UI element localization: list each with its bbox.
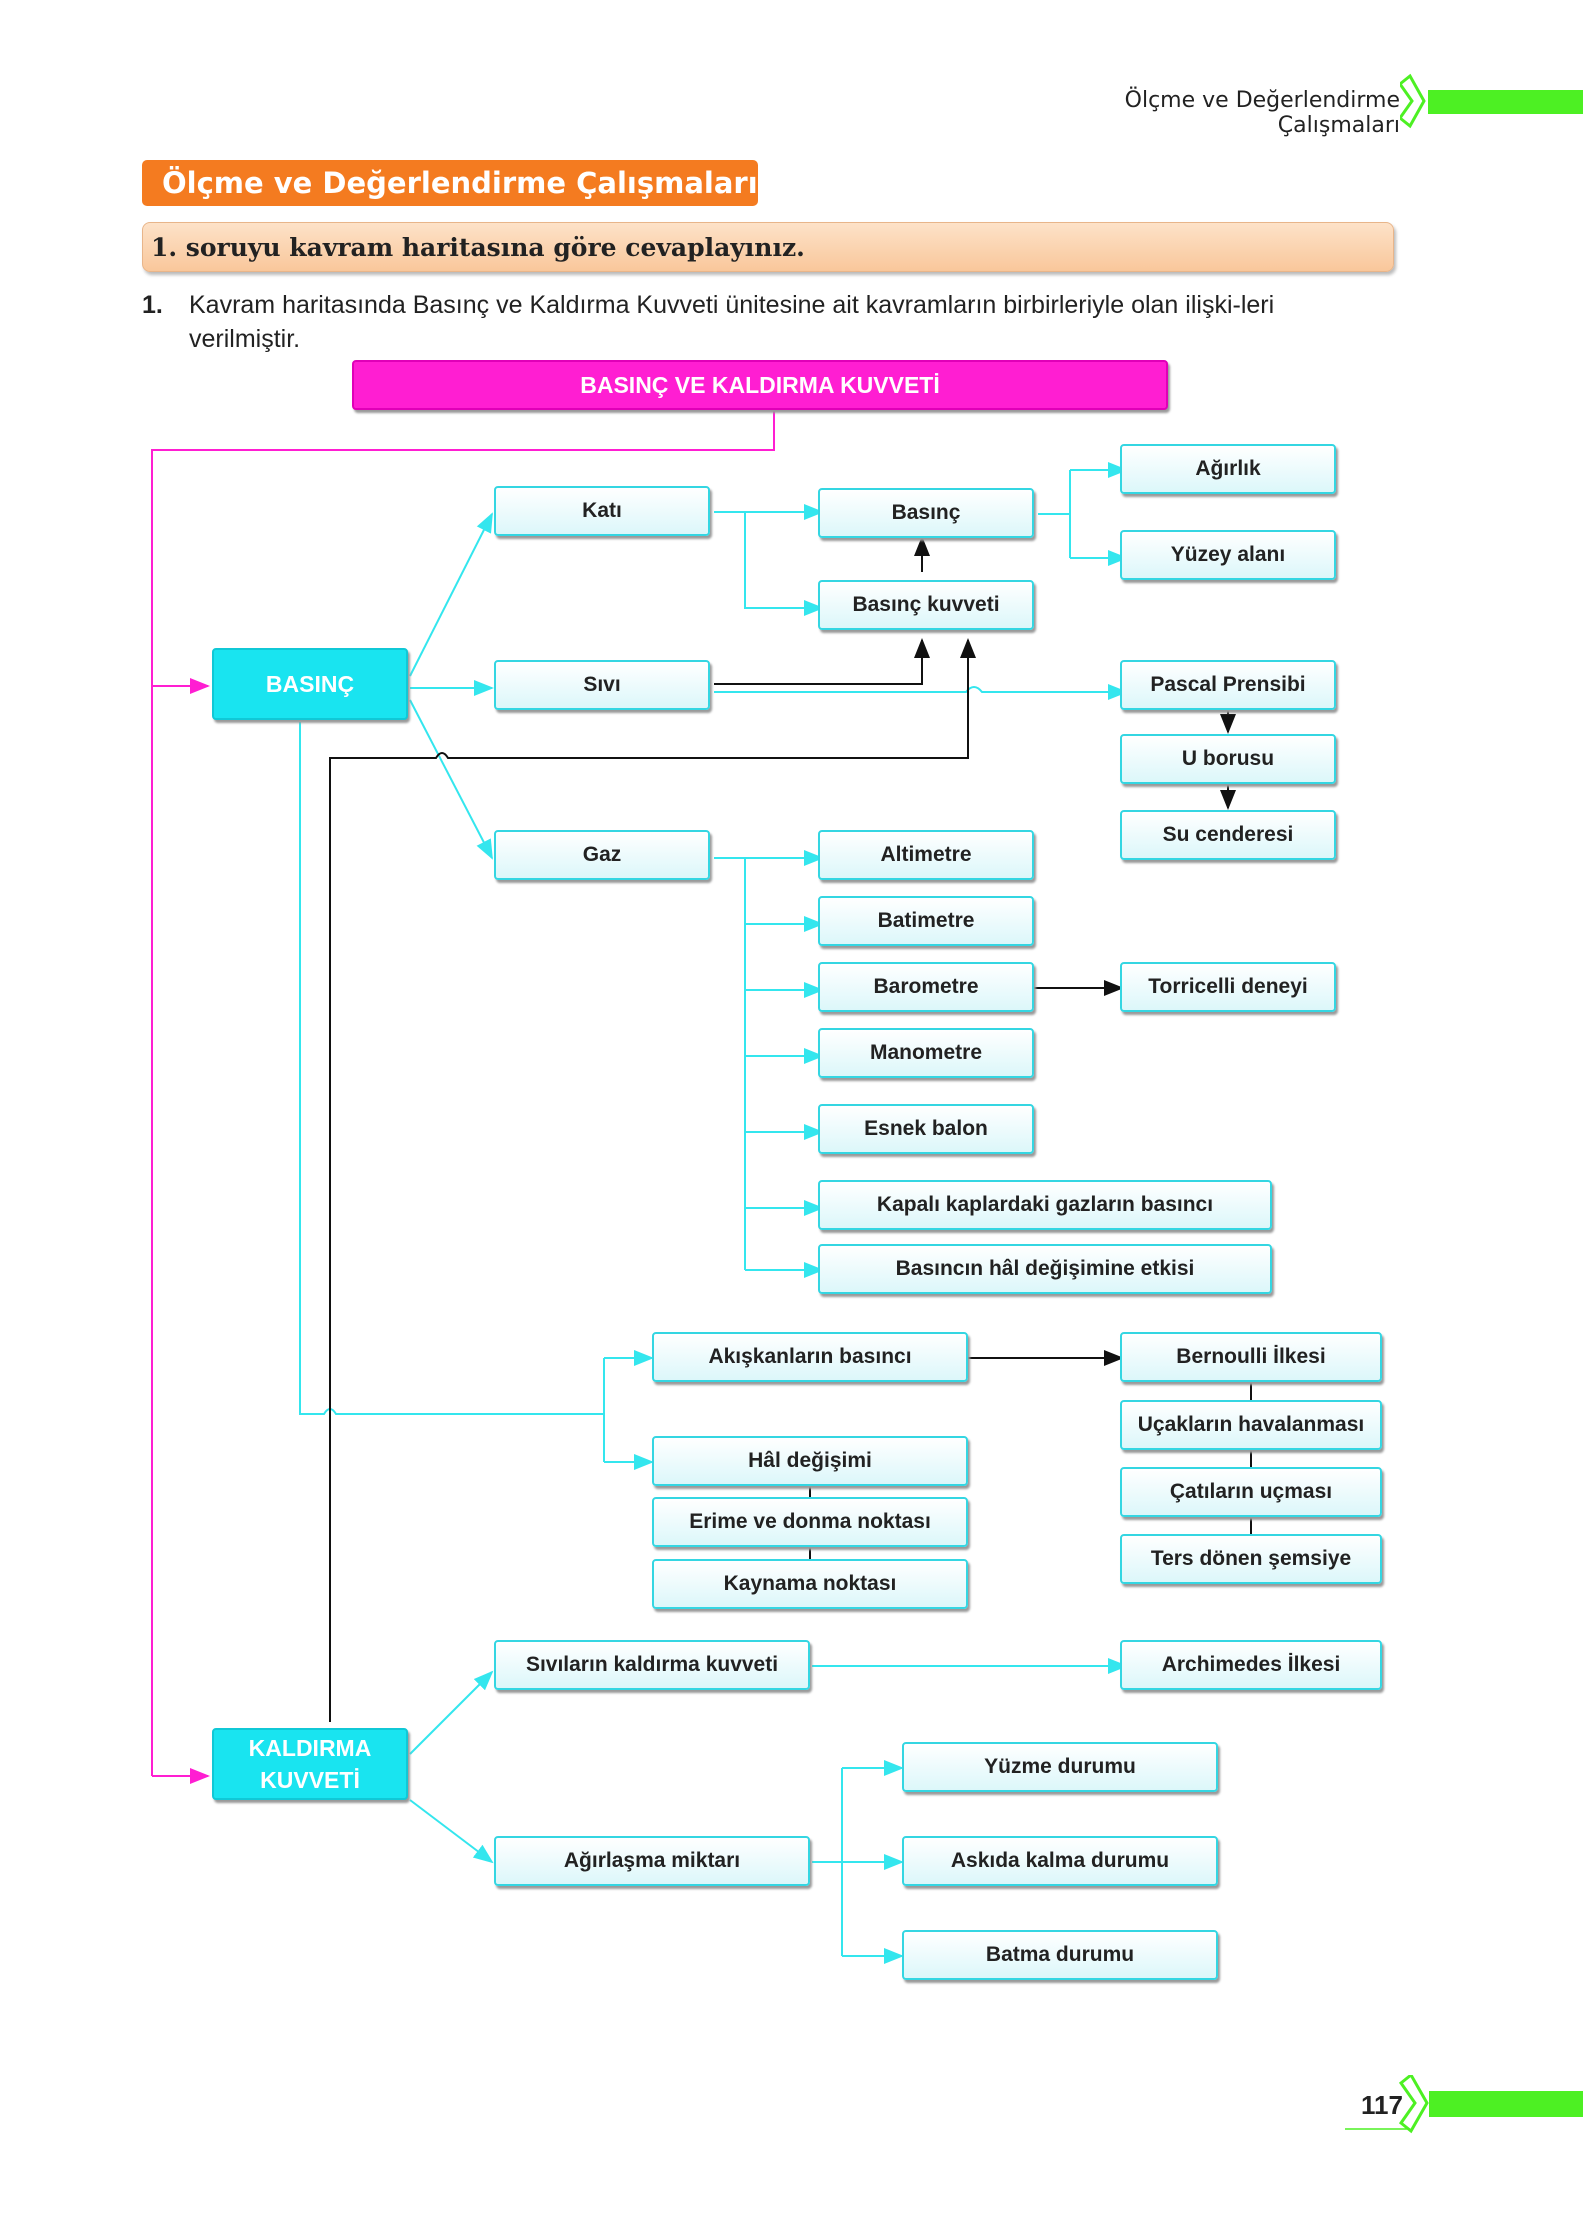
node-basinc-sub: Basınç (818, 488, 1034, 538)
footer-accent-bar (1345, 2075, 1583, 2134)
page-number: 117 (1361, 2090, 1403, 2120)
question-1: 1. Kavram haritasında Basınç ve Kaldırma… (142, 288, 1392, 356)
node-pascal-prensibi: Pascal Prensibi (1120, 660, 1336, 710)
node-kapali-kap: Kapalı kaplardaki gazların basıncı (818, 1180, 1272, 1230)
node-hal-etkisi: Basıncın hâl değişimine etkisi (818, 1244, 1272, 1294)
question-number: 1. (142, 291, 163, 319)
node-kaynama: Kaynama noktası (652, 1559, 968, 1609)
node-semsiye: Ters dönen şemsiye (1120, 1534, 1382, 1584)
node-sivi: Sıvı (494, 660, 710, 710)
instruction-banner: 1. soruyu kavram haritasına göre cevapla… (142, 222, 1394, 272)
node-altimetre: Altimetre (818, 830, 1034, 880)
map-root-node: BASINÇ VE KALDIRMA KUVVETİ (352, 360, 1168, 410)
node-su-cenderesi: Su cenderesi (1120, 810, 1336, 860)
node-askida: Askıda kalma durumu (902, 1836, 1218, 1886)
node-kaldirma-kuvveti: KALDIRMA KUVVETİ (212, 1728, 408, 1800)
node-kaldirma-line1: KALDIRMA (248, 1735, 372, 1761)
node-sivilarin-kaldirma: Sıvıların kaldırma kuvveti (494, 1640, 810, 1690)
node-akiskan-basinci: Akışkanların basıncı (652, 1332, 968, 1382)
node-kaldirma-line2: KUVVETİ (260, 1767, 360, 1793)
node-u-borusu: U borusu (1120, 734, 1336, 784)
node-yuzey-alani: Yüzey alanı (1120, 530, 1336, 580)
node-archimedes: Archimedes İlkesi (1120, 1640, 1382, 1690)
node-batimetre: Batimetre (818, 896, 1034, 946)
node-agirlasma: Ağırlaşma miktarı (494, 1836, 810, 1886)
node-gaz: Gaz (494, 830, 710, 880)
node-kati: Katı (494, 486, 710, 536)
node-hal-degisimi: Hâl değişimi (652, 1436, 968, 1486)
node-torricelli-deneyi: Torricelli deneyi (1120, 962, 1336, 1012)
node-yuzme: Yüzme durumu (902, 1742, 1218, 1792)
node-esnek-balon: Esnek balon (818, 1104, 1034, 1154)
node-basinc: BASINÇ (212, 648, 408, 720)
node-ucaklar: Uçakların havalanması (1120, 1400, 1382, 1450)
node-basinc-kuvveti: Basınç kuvveti (818, 580, 1034, 630)
node-erime-donma: Erime ve donma noktası (652, 1497, 968, 1547)
header-accent-bar (1400, 73, 1583, 129)
node-batma: Batma durumu (902, 1930, 1218, 1980)
node-barometre: Barometre (818, 962, 1034, 1012)
question-text: Kavram haritasında Basınç ve Kaldırma Ku… (189, 291, 1275, 353)
node-bernoulli: Bernoulli İlkesi (1120, 1332, 1382, 1382)
node-catilar: Çatıların uçması (1120, 1467, 1382, 1517)
node-manometre: Manometre (818, 1028, 1034, 1078)
running-header: Ölçme ve Değerlendirme Çalışmaları (1124, 88, 1400, 138)
node-agirlik: Ağırlık (1120, 444, 1336, 494)
section-title: Ölçme ve Değerlendirme Çalışmaları (142, 160, 758, 206)
